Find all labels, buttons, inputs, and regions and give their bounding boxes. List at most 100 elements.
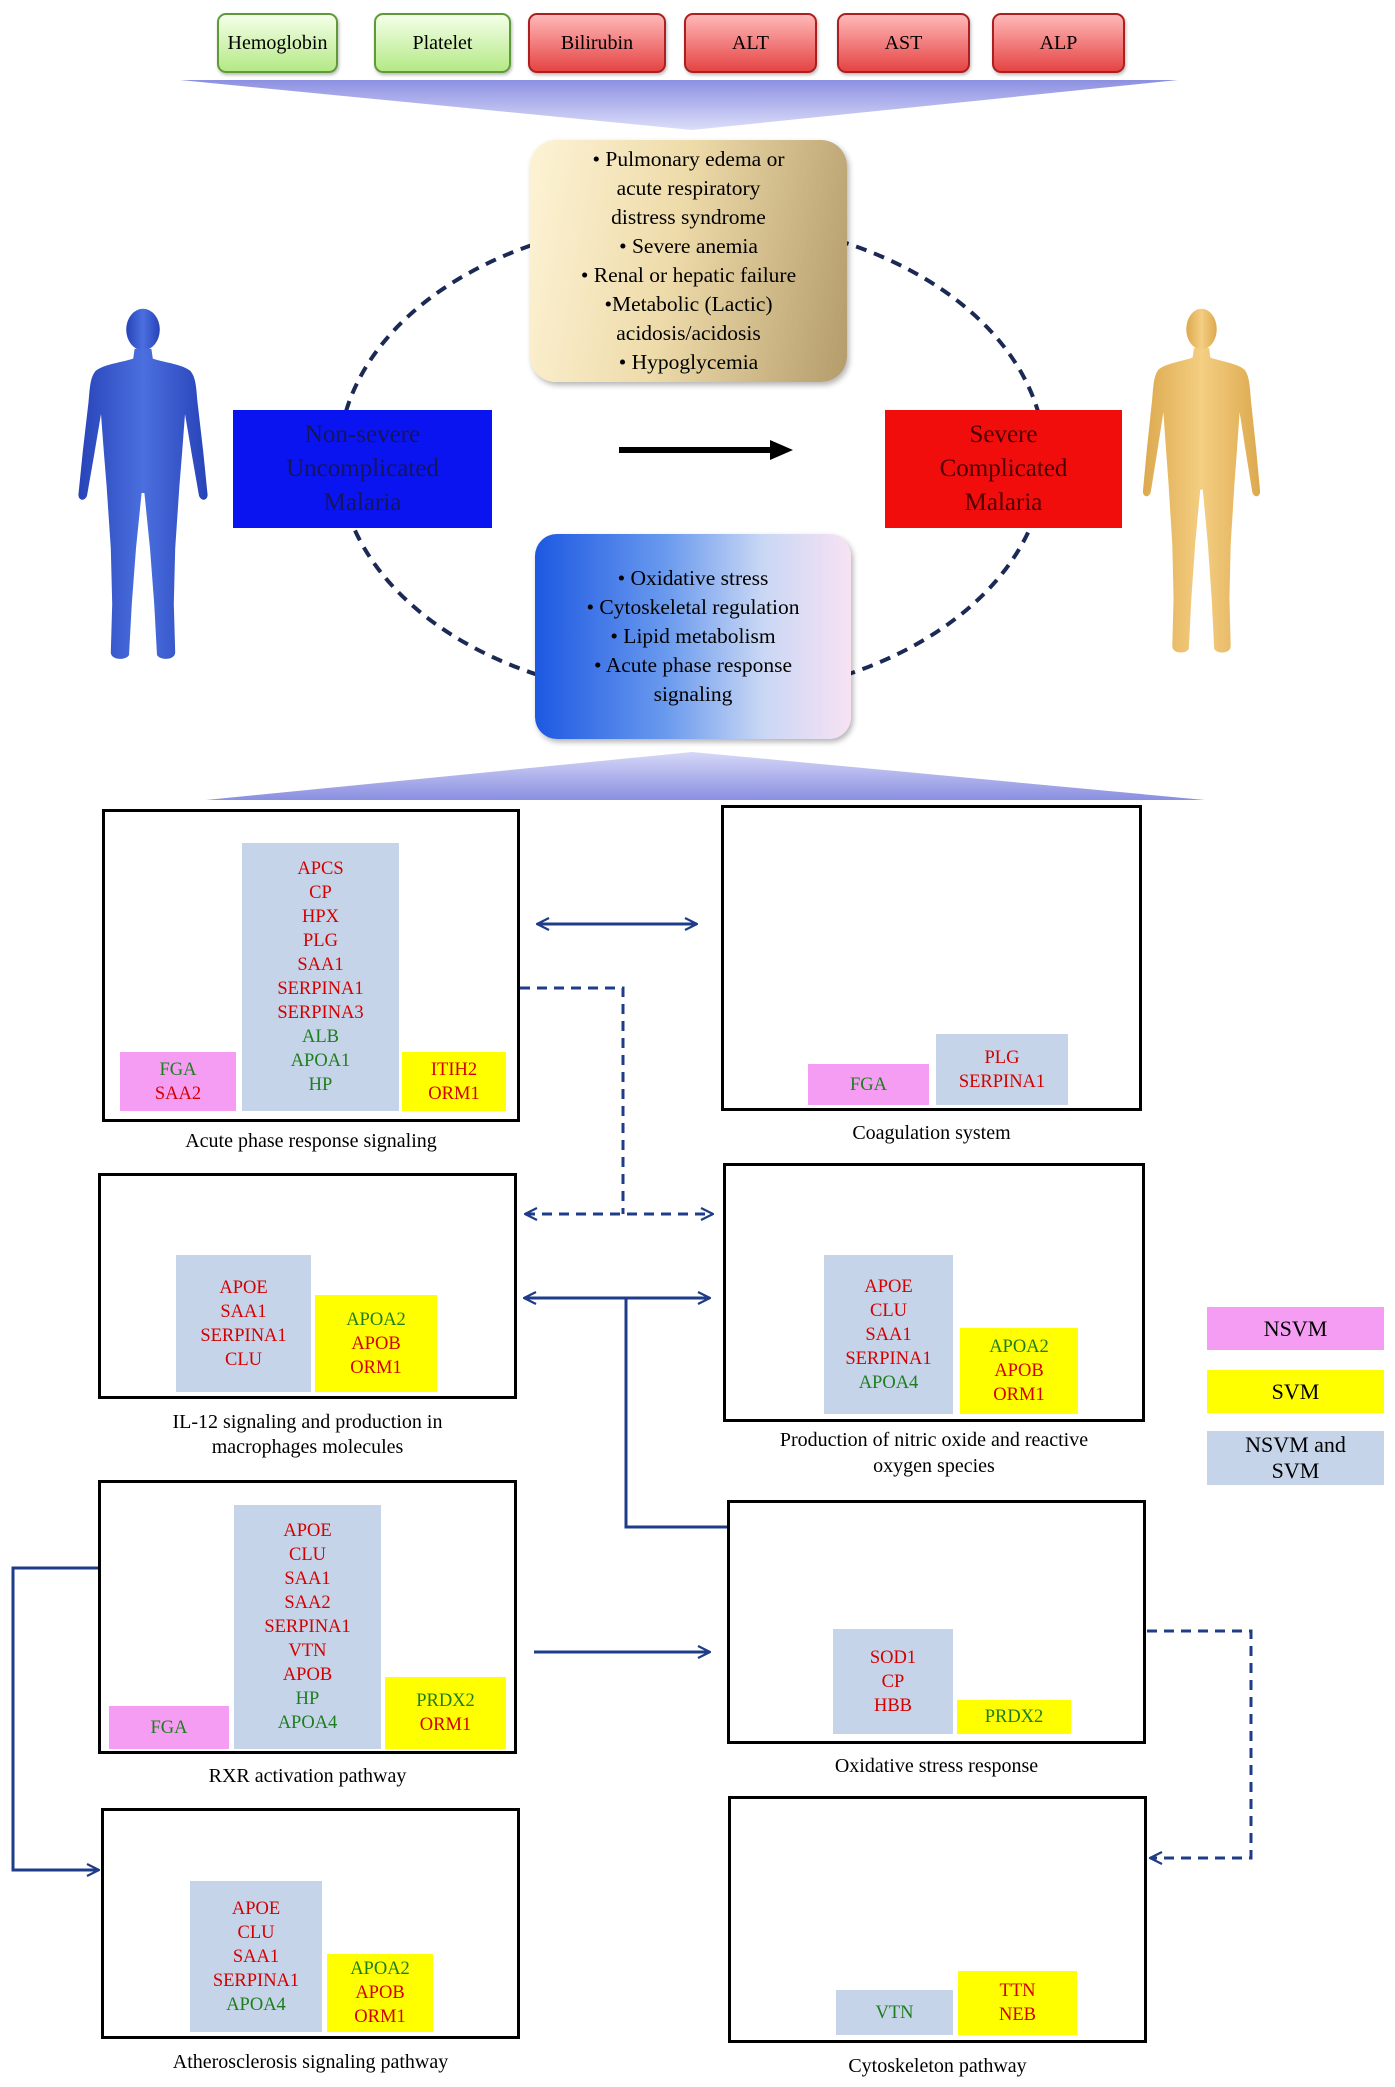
gene-box-nsvm-and-svm: PLG SERPINA1 bbox=[936, 1034, 1068, 1105]
severe-feature-line: • Renal or hepatic failure bbox=[580, 263, 797, 287]
gene-label: APOA2 bbox=[346, 1309, 406, 1330]
lab-marker-label: Bilirubin bbox=[560, 31, 634, 54]
legend-label: SVM bbox=[1271, 1458, 1320, 1483]
mechanisms-box: • Oxidative stress• Cytoskeletal regulat… bbox=[535, 534, 851, 739]
gene-label: APOA2 bbox=[989, 1337, 1049, 1357]
gene-label: SERPINA1 bbox=[958, 1071, 1046, 1092]
gene-label: ALB bbox=[302, 1027, 339, 1047]
gene-label: APOB bbox=[355, 1983, 405, 2003]
gene-label: NEB bbox=[999, 2005, 1036, 2025]
gene-label: SAA1 bbox=[297, 955, 344, 975]
caption-line: oxygen species bbox=[873, 1455, 995, 1477]
legend-svm: SVM bbox=[1207, 1370, 1384, 1413]
lab-marker-label: Platelet bbox=[412, 31, 473, 54]
gene-label: VTN bbox=[288, 1641, 327, 1661]
mechanism-line: • Acute phase response bbox=[594, 653, 792, 677]
legend-label: NSVM and bbox=[1245, 1432, 1346, 1457]
gene-label: APOB bbox=[351, 1333, 401, 1354]
gene-box-nsvm: FGA bbox=[808, 1064, 929, 1105]
gene-label: ORM1 bbox=[428, 1083, 480, 1104]
gene-label: CLU bbox=[237, 1922, 275, 1943]
gene-label: SERPINA1 bbox=[845, 1348, 932, 1369]
gene-box-nsvm-and-svm: VTN bbox=[836, 1990, 953, 2035]
non-severe-label-line: Non-severe bbox=[304, 421, 421, 448]
progression-arrow-icon bbox=[619, 440, 793, 460]
gene-label: ORM1 bbox=[350, 1357, 402, 1378]
lab-marker-alp: ALP bbox=[992, 13, 1125, 73]
gene-label: SAA1 bbox=[232, 1946, 280, 1967]
gene-label: APOA4 bbox=[226, 1994, 286, 2015]
gene-label: PLG bbox=[984, 1047, 1020, 1068]
non-severe-label-line: Uncomplicated bbox=[286, 455, 439, 482]
gene-label: PRDX2 bbox=[416, 1691, 475, 1711]
gene-label: CP bbox=[881, 1671, 905, 1692]
gene-label: APCS bbox=[297, 859, 344, 879]
severe-label-line: Complicated bbox=[939, 455, 1068, 482]
gene-label: APOA4 bbox=[858, 1372, 919, 1393]
gene-box-svm: PRDX2 bbox=[957, 1700, 1071, 1734]
lab-marker-label: Hemoglobin bbox=[227, 31, 328, 54]
human-figure-left-icon bbox=[78, 308, 208, 659]
lab-marker-platelet: Platelet bbox=[374, 13, 511, 73]
severe-feature-line: •Metabolic (Lactic) bbox=[604, 292, 773, 316]
non-severe-label-line: Malaria bbox=[323, 489, 402, 516]
gene-label: HBB bbox=[873, 1695, 913, 1716]
pathway-caption: Cytoskeleton pathway bbox=[688, 2054, 1187, 2079]
caption-line: Production of nitric oxide and reactive bbox=[779, 1429, 1089, 1451]
pathway-panel-coagulation: FGA PLG SERPINA1 bbox=[721, 805, 1142, 1111]
legend-label: NSVM bbox=[1263, 1315, 1328, 1341]
mechanism-line: • Oxidative stress bbox=[617, 566, 769, 590]
gene-label: FGA bbox=[150, 1717, 188, 1738]
connector-to-oxidative bbox=[624, 1298, 727, 1529]
legend-nsvm: NSVM bbox=[1207, 1307, 1384, 1350]
gene-label: ITIH2 bbox=[430, 1059, 478, 1080]
severe-feature-line: distress syndrome bbox=[611, 205, 766, 229]
gene-label: SAA1 bbox=[220, 1301, 267, 1322]
caption-line: Coagulation system bbox=[852, 1122, 1011, 1144]
gene-label: FGA bbox=[159, 1059, 197, 1080]
gene-label: ORM1 bbox=[419, 1715, 472, 1735]
lab-marker-alt: ALT bbox=[684, 13, 817, 73]
gene-label: SAA1 bbox=[865, 1324, 912, 1345]
gene-label: APOB bbox=[282, 1665, 333, 1685]
caption-line: IL-12 signaling and production in bbox=[172, 1411, 443, 1433]
severe-feature-line: acute respiratory bbox=[616, 176, 761, 200]
gene-box-nsvm: FGA bbox=[109, 1706, 229, 1749]
gene-label: ORM1 bbox=[354, 2007, 406, 2027]
caption-line: Atherosclerosis signaling pathway bbox=[172, 2051, 449, 2073]
gene-label: PRDX2 bbox=[984, 1707, 1044, 1727]
severe-feature-line: • Severe anemia bbox=[619, 234, 758, 258]
legend-label: SVM bbox=[1271, 1378, 1320, 1404]
gene-label: SOD1 bbox=[869, 1647, 917, 1668]
gene-label: APOE bbox=[231, 1898, 281, 1919]
gene-label: FGA bbox=[849, 1074, 887, 1095]
pathway-connectors bbox=[11, 924, 1253, 1870]
gene-label: SAA2 bbox=[284, 1593, 331, 1613]
top-funnel-shape bbox=[180, 80, 1178, 130]
caption-line: RXR activation pathway bbox=[208, 1765, 407, 1787]
caption-line: macrophages molecules bbox=[211, 1436, 404, 1458]
pathway-caption: Atherosclerosis signaling pathway bbox=[61, 2050, 560, 2075]
gene-label: SERPINA1 bbox=[200, 1325, 287, 1346]
bottom-funnel-shape bbox=[206, 752, 1205, 800]
gene-label: SERPINA1 bbox=[212, 1970, 300, 1991]
gene-label: HP bbox=[295, 1689, 320, 1709]
